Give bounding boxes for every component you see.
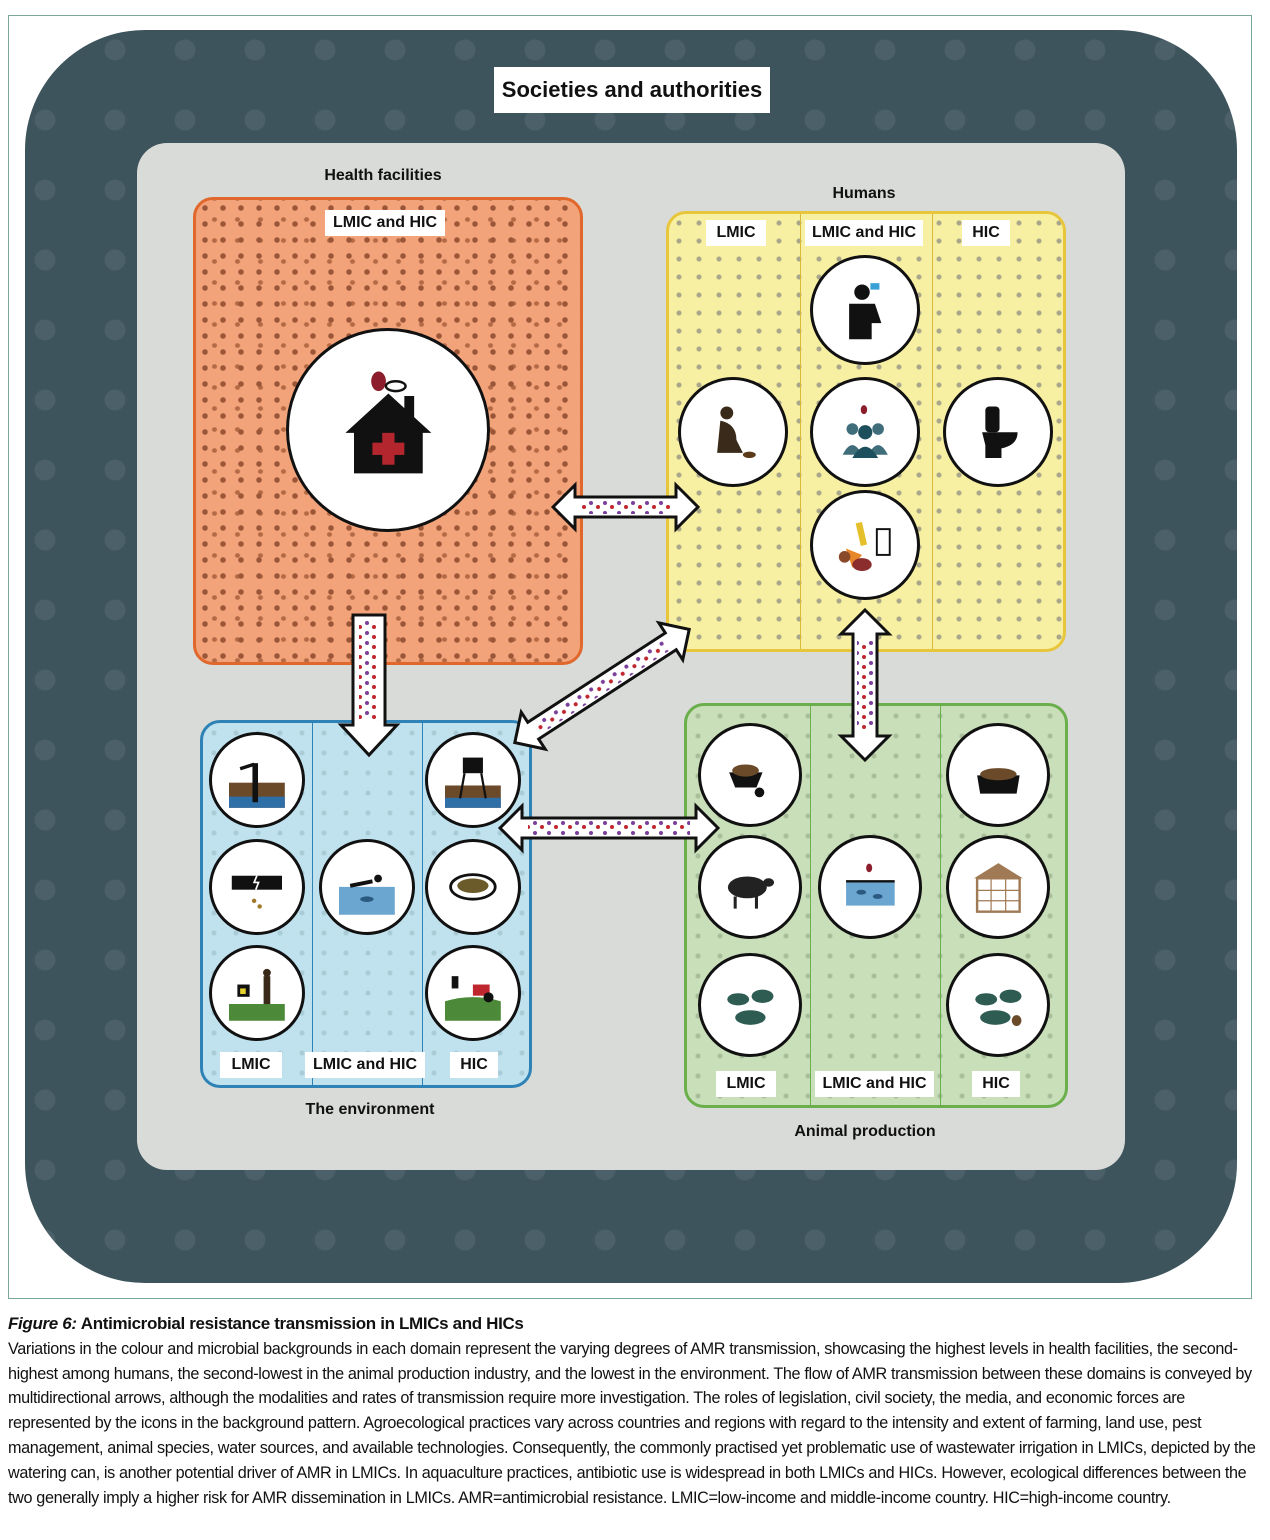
environment-tag-lmic-hic: LMIC and HIC xyxy=(305,1052,425,1078)
humans-tag-hic: HIC xyxy=(962,220,1010,246)
environment-label: The environment xyxy=(305,1101,435,1118)
tractor-pesticide-icon xyxy=(425,945,521,1041)
figure-frame xyxy=(8,15,1252,1299)
animal-tag-lmic: LMIC xyxy=(716,1071,776,1097)
poultry-barn-icon xyxy=(946,835,1050,939)
treatment-plant-icon xyxy=(425,839,521,935)
health-tag-lmic-hic: LMIC and HIC xyxy=(325,210,445,236)
livestock-icon xyxy=(698,953,802,1057)
environment-tag-lmic: LMIC xyxy=(220,1052,282,1078)
caption-body: Variations in the colour and microbial b… xyxy=(8,1339,1256,1507)
aquaculture-icon xyxy=(818,835,922,939)
figure-caption: Figure 6: Antimicrobial resistance trans… xyxy=(8,1312,1258,1510)
societies-authorities-title: Societies and authorities xyxy=(494,67,770,113)
humans-label: Humans xyxy=(832,185,896,202)
person-drinking-icon xyxy=(810,255,920,365)
toilet-icon xyxy=(943,377,1053,487)
wastewater-irrigation-icon xyxy=(209,945,305,1041)
manure-wheelbarrow-icon xyxy=(698,723,802,827)
swimming-icon xyxy=(319,839,415,935)
hospital-icon xyxy=(286,328,490,532)
animal-production-label: Animal production xyxy=(794,1123,936,1140)
water-tower-icon xyxy=(425,732,521,828)
livestock-poultry-icon xyxy=(946,953,1050,1057)
figure-number: Figure 6: xyxy=(8,1314,77,1333)
health-facilities-label: Health facilities xyxy=(324,167,442,184)
manure-container-icon xyxy=(946,723,1050,827)
sheep-icon xyxy=(698,835,802,939)
open-defecation-icon xyxy=(678,377,788,487)
humans-tag-lmic-hic: LMIC and HIC xyxy=(805,220,923,246)
broken-pipe-icon xyxy=(209,839,305,935)
animal-tag-hic: HIC xyxy=(972,1071,1020,1097)
community-medication-icon xyxy=(810,377,920,487)
water-pump-icon xyxy=(209,732,305,828)
food-icon xyxy=(810,490,920,600)
animal-tag-lmic-hic: LMIC and HIC xyxy=(815,1071,934,1097)
humans-tag-lmic: LMIC xyxy=(706,220,766,246)
environment-tag-hic: HIC xyxy=(450,1052,498,1078)
figure-title: Antimicrobial resistance transmission in… xyxy=(80,1314,524,1333)
